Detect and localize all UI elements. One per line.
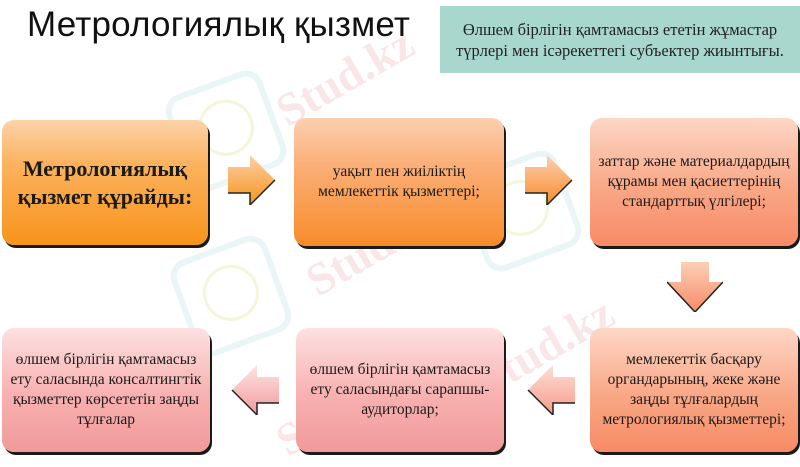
step-box-2: заттар және материалдардың құрамы мен қа… — [590, 118, 798, 246]
step-box-4: өлшем бірлігін қамтамасыз ету саласындағ… — [296, 328, 504, 452]
definition-text: Өлшем бірлігін қамтамасыз ететін жұмаста… — [456, 19, 784, 60]
step-box-1-text: уақыт пен жиіліктің мемлекеттік қызметте… — [318, 163, 480, 200]
arrow-left-icon — [527, 365, 575, 415]
step-box-1: уақыт пен жиіліктің мемлекеттік қызметте… — [294, 118, 504, 246]
arrow-down-icon — [667, 262, 723, 312]
arrow-right-icon — [525, 155, 573, 205]
definition-box: Өлшем бірлігін қамтамасыз ететін жұмаста… — [440, 6, 800, 73]
step-box-3: мемлекеттік басқару органдарының, жеке ж… — [590, 328, 798, 452]
step-box-4-text: өлшем бірлігін қамтамасыз ету саласындағ… — [309, 361, 491, 418]
start-box-text: Метрологиялық қызмет құрайды: — [17, 155, 193, 209]
arrow-right-icon — [228, 155, 276, 205]
step-box-5: өлшем бірлігін қамтамасыз ету саласында … — [2, 328, 210, 452]
step-box-5-text: өлшем бірлігін қамтамасыз ету саласында … — [10, 351, 202, 428]
page-title: Метрологиялық қызмет — [27, 5, 411, 44]
step-box-3-text: мемлекеттік басқару органдарының, жеке ж… — [602, 351, 786, 428]
start-box: Метрологиялық қызмет құрайды: — [2, 120, 208, 245]
step-box-2-text: заттар және материалдардың құрамы мен қа… — [598, 153, 790, 210]
arrow-left-icon — [231, 365, 279, 415]
